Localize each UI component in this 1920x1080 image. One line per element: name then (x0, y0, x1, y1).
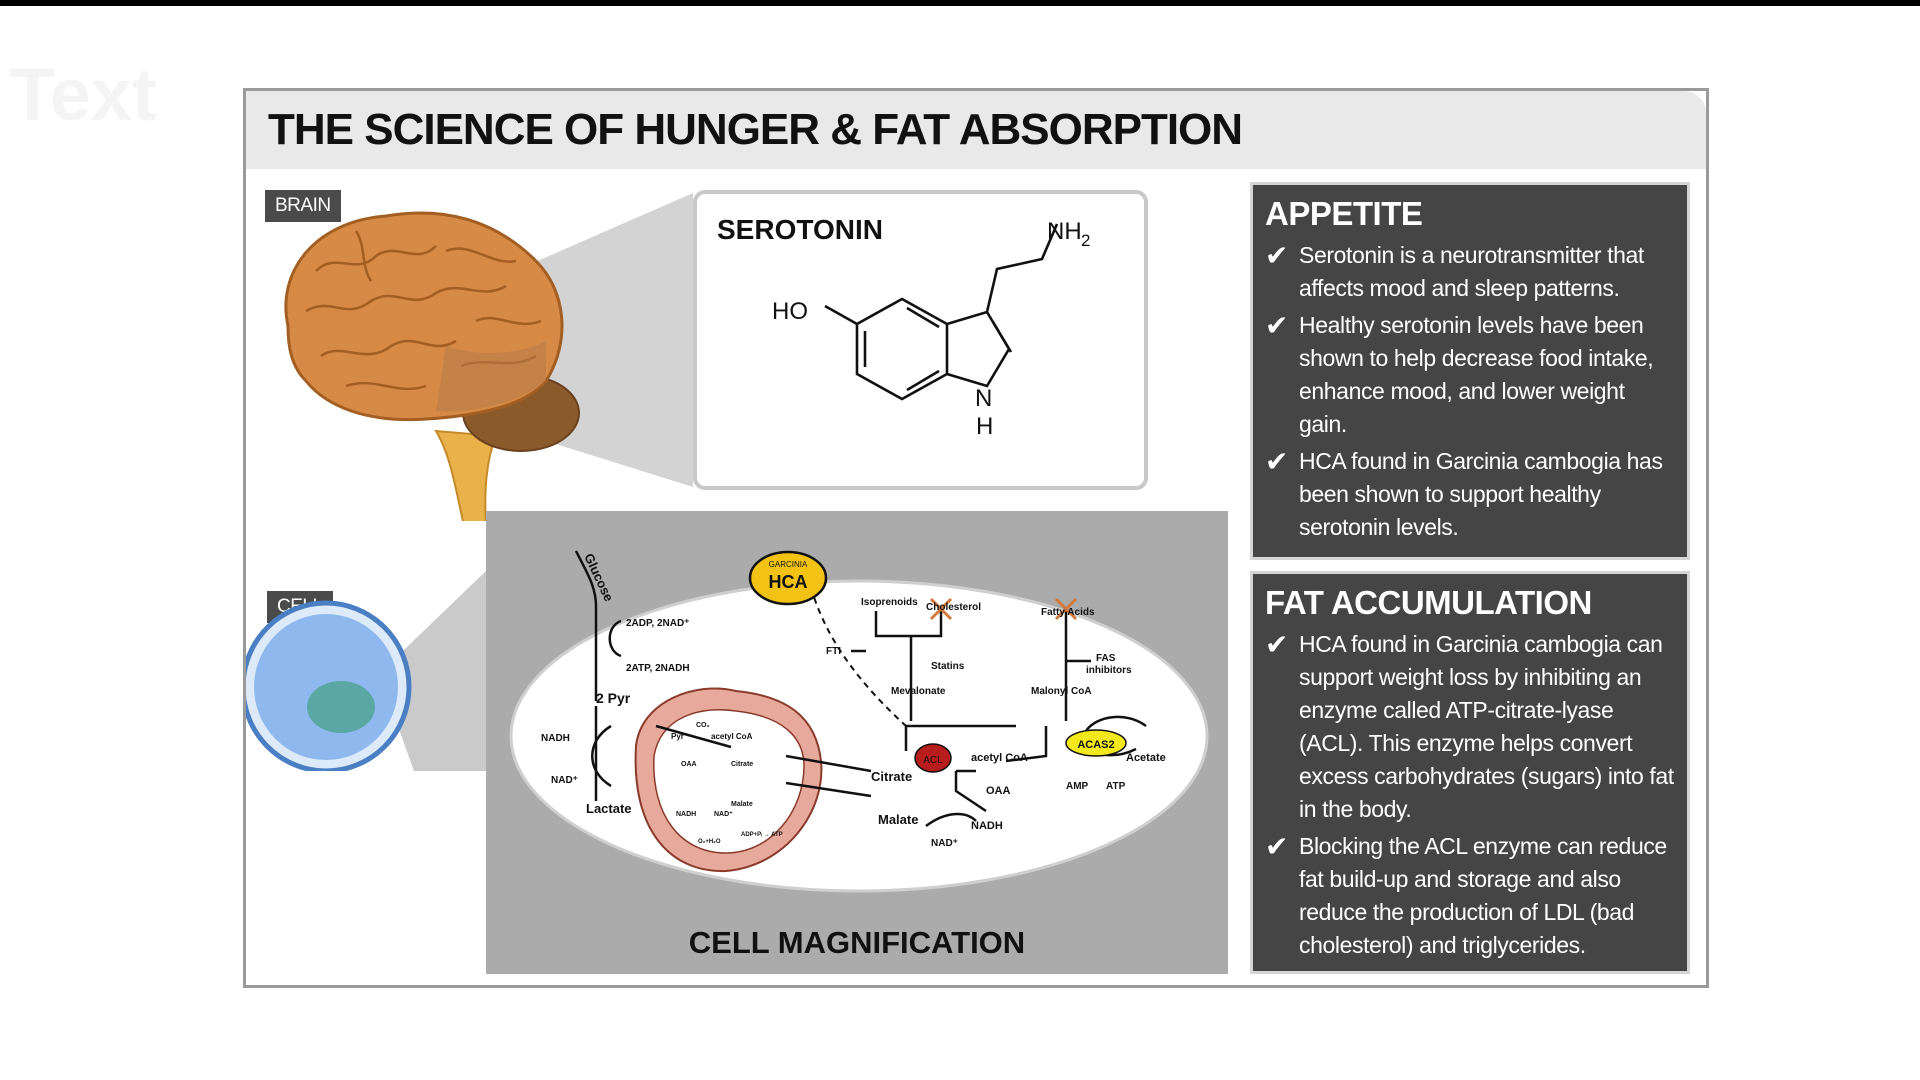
nadh-left-label: NADH (541, 733, 570, 744)
page-title: THE SCIENCE OF HUNGER & FAT ABSORPTION (268, 105, 1243, 154)
serotonin-box: SEROTONIN HO NH 2 N H (693, 190, 1148, 490)
appetite-heading: APPETITE (1265, 195, 1423, 232)
hca-badge-label: HCA (769, 572, 808, 592)
checkmark-icon: ✔ (1265, 310, 1289, 341)
pyrrole-ring (946, 310, 1011, 388)
citrate-small-label: Citrate (731, 761, 753, 768)
ho-label: HO (772, 298, 808, 325)
cell-magnification-caption: CELL MAGNIFICATION (688, 925, 1026, 960)
serotonin-structure: HO NH 2 N H (772, 218, 1090, 440)
n-label: N (975, 385, 992, 412)
oaa-label: OAA (986, 785, 1011, 797)
acas2-enzyme (1065, 729, 1127, 757)
acl-enzyme (914, 743, 952, 773)
h-label: H (976, 413, 993, 440)
nadh-label: NADH (971, 820, 1003, 832)
citrate-label: Citrate (871, 769, 912, 784)
adp-small-label: ADP+Pᵢ → ATP (741, 832, 783, 838)
fat-accumulation-panel: FAT ACCUMULATION ✔ HCA found in Garcinia … (1250, 571, 1690, 974)
fat-item: ✔ Blocking the ACL enzyme can reduce fat … (1265, 830, 1677, 962)
ghost-watermark-text: Text (10, 53, 157, 136)
isoprenoids-label: Isoprenoids (861, 597, 918, 608)
nadh-small-label: NADH (676, 811, 696, 818)
checkmark-icon: ✔ (1265, 240, 1289, 271)
cholesterol-label: Cholesterol (926, 602, 981, 613)
top-border (0, 0, 1920, 6)
fat-heading: FAT ACCUMULATION (1265, 584, 1592, 621)
nh2-label: NH (1047, 218, 1082, 245)
infographic-frame: THE SCIENCE OF HUNGER & FAT ABSORPTION B… (243, 88, 1709, 988)
pyr-small-label: Pyr (671, 732, 684, 741)
checkmark-icon: ✔ (1265, 831, 1289, 862)
brain-stem (434, 429, 498, 521)
mevalonate-label: Mevalonate (891, 686, 946, 697)
benzene-ring (855, 297, 949, 401)
atp2-label: ATP (1106, 781, 1126, 792)
cell-zoom-cone (356, 571, 486, 771)
malonyl-coa-label: Malonyl CoA (1031, 686, 1092, 697)
appetite-list: ✔ Serotonin is a neurotransmitter that af… (1253, 239, 1687, 544)
fas-label: FAS (1096, 653, 1116, 664)
appetite-item-text: Healthy serotonin levels have been shown… (1299, 312, 1654, 437)
brain-tag: BRAIN (265, 190, 341, 222)
cell-magnification-panel: GARCINIA HCA ACL ACAS2 Glucose 2ADP, 2NA… (486, 511, 1228, 974)
amp-label: AMP (1066, 781, 1089, 792)
fat-item-text: Blocking the ACL enzyme can reduce fat b… (1299, 833, 1667, 958)
serotonin-title: SEROTONIN (717, 214, 883, 245)
appetite-item: ✔ Healthy serotonin levels have been show… (1265, 309, 1677, 441)
appetite-item-text: Serotonin is a neurotransmitter that aff… (1299, 242, 1644, 301)
statins-label: Statins (931, 661, 965, 672)
o2-label: O₂+H₂O (698, 839, 721, 845)
nad-label: NAD⁺ (931, 838, 958, 849)
acetylcoa-label: acetyl CoA (971, 752, 1028, 764)
appetite-panel: APPETITE ✔ Serotonin is a neurotransmitte… (1250, 182, 1690, 560)
title-bar: THE SCIENCE OF HUNGER & FAT ABSORPTION (246, 91, 1706, 169)
appetite-item: ✔ HCA found in Garcinia cambogia has been… (1265, 445, 1677, 544)
fti-label: FTI (826, 646, 841, 657)
brain-illustration (284, 193, 693, 521)
oaa-small-label: OAA (681, 761, 697, 768)
checkmark-icon: ✔ (1265, 629, 1289, 660)
acetylcoa-small-label: acetyl CoA (711, 732, 753, 741)
acetate-label: Acetate (1126, 752, 1166, 764)
nh2-subscript: 2 (1081, 231, 1090, 250)
fat-item: ✔ HCA found in Garcinia cambogia can supp… (1265, 628, 1677, 826)
appetite-item-text: HCA found in Garcinia cambogia has been … (1299, 448, 1663, 540)
checkmark-icon: ✔ (1265, 446, 1289, 477)
glucose-label: Glucose (581, 551, 616, 604)
atp-label: 2ATP, 2NADH (626, 663, 690, 674)
appetite-item: ✔ Serotonin is a neurotransmitter that af… (1265, 239, 1677, 305)
nad-left-label: NAD⁺ (551, 775, 578, 786)
brain-zoom-cone (446, 193, 693, 487)
acl-label: ACL (923, 755, 943, 766)
hca-badge (748, 550, 828, 606)
fat-item-text: HCA found in Garcinia cambogia can suppo… (1299, 631, 1674, 822)
hca-badge-top: GARCINIA (769, 560, 808, 569)
nad-small-label: NAD⁺ (714, 811, 733, 818)
malate-label: Malate (878, 812, 918, 827)
cell-nucleus (307, 681, 375, 733)
metabolic-pathway-diagram: GARCINIA HCA ACL ACAS2 Glucose 2ADP, 2NA… (509, 550, 1209, 893)
fat-list: ✔ HCA found in Garcinia cambogia can supp… (1253, 628, 1687, 962)
acas2-label: ACAS2 (1077, 739, 1114, 751)
inhibitors-label: inhibitors (1086, 665, 1132, 676)
malate-small-label: Malate (731, 801, 753, 808)
lactate-label: Lactate (586, 801, 632, 816)
cell-illustration (246, 571, 486, 771)
adp-label: 2ADP, 2NAD⁺ (626, 618, 689, 629)
fatty-acids-label: Fatty Acids (1041, 607, 1095, 618)
co2-label: CO₂ (696, 722, 710, 729)
pyr-label: 2 Pyr (596, 690, 631, 706)
